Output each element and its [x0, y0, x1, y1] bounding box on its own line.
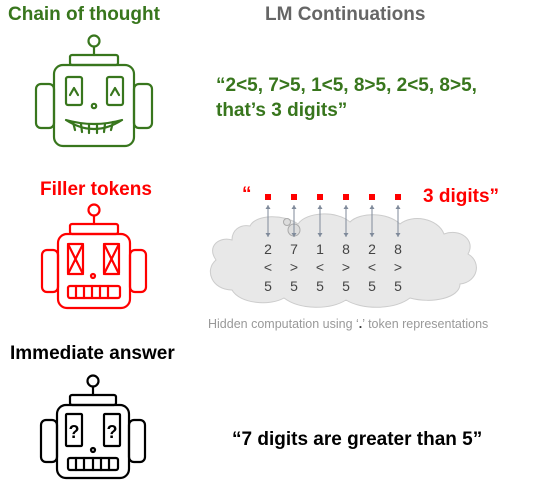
- arrow-head: [265, 205, 271, 209]
- chain-of-thought-title: Chain of thought: [8, 4, 160, 25]
- filler-tokens-title: Filler tokens: [40, 179, 152, 200]
- hidden-suffix: ’ token representations: [362, 317, 489, 331]
- threshold-value: 5: [394, 278, 402, 294]
- digit-columns: 2 <5 7 >5 1 <5 8 >5 2 <5 8 >5: [264, 241, 402, 294]
- black-robot-icon: [39, 374, 147, 480]
- arrow-head: [317, 205, 323, 209]
- arrow-head: [343, 205, 349, 209]
- threshold-value: 5: [264, 278, 272, 294]
- question-mark-right: ?: [107, 422, 118, 442]
- cot-line-2: that’s 3 digits”: [216, 100, 348, 121]
- filler-dot: [395, 194, 401, 200]
- immediate-answer-title: Immediate answer: [10, 343, 175, 364]
- digit-value: 8: [394, 241, 402, 257]
- digit-value: 8: [342, 241, 350, 257]
- filler-dot: [317, 194, 323, 200]
- filler-dot: [369, 194, 375, 200]
- token-arrows: [265, 205, 401, 237]
- threshold-value: 5: [290, 278, 298, 294]
- hidden-dot: .: [358, 317, 363, 331]
- arrow-head: [395, 233, 401, 237]
- comparison-sign: <: [264, 259, 272, 275]
- cot-line-1: “2<5, 7>5, 1<5, 8>5, 2<5, 8>5,: [216, 75, 477, 96]
- digit-value: 7: [290, 241, 298, 257]
- lm-continuations-title: LM Continuations: [265, 4, 426, 25]
- hidden-computation-caption: Hidden computation using ‘.’ token repre…: [208, 317, 488, 331]
- red-robot-icon: [40, 203, 148, 310]
- arrow-head: [291, 233, 297, 237]
- threshold-value: 5: [316, 278, 324, 294]
- arrow-head: [265, 233, 271, 237]
- comparison-sign: >: [342, 259, 350, 275]
- digit-value: 2: [368, 241, 376, 257]
- filler-open-quote: “: [242, 184, 252, 205]
- arrow-head: [343, 233, 349, 237]
- hidden-computation-cloud: [210, 213, 477, 308]
- arrow-head: [369, 205, 375, 209]
- arrow-head: [317, 233, 323, 237]
- filler-dot: [265, 194, 271, 200]
- comparison-sign: <: [316, 259, 324, 275]
- green-robot-icon: [34, 34, 154, 148]
- filler-dots: [265, 194, 401, 200]
- cot-continuation: “2<5, 7>5, 1<5, 8>5, 2<5, 8>5, that’s 3 …: [216, 73, 477, 123]
- filler-dot: [343, 194, 349, 200]
- immediate-continuation: “7 digits are greater than 5”: [232, 429, 483, 450]
- comparison-sign: <: [368, 259, 376, 275]
- hidden-prefix: Hidden computation using ‘: [208, 317, 359, 331]
- digit-value: 1: [316, 241, 324, 257]
- arrow-head: [291, 205, 297, 209]
- threshold-value: 5: [368, 278, 376, 294]
- comparison-sign: >: [394, 259, 402, 275]
- question-mark-left: ?: [69, 422, 80, 442]
- digit-value: 2: [264, 241, 272, 257]
- comparison-sign: >: [290, 259, 298, 275]
- arrow-head: [369, 233, 375, 237]
- threshold-value: 5: [342, 278, 350, 294]
- filler-close-text: 3 digits”: [423, 186, 500, 207]
- arrow-head: [395, 205, 401, 209]
- filler-dot: [291, 194, 297, 200]
